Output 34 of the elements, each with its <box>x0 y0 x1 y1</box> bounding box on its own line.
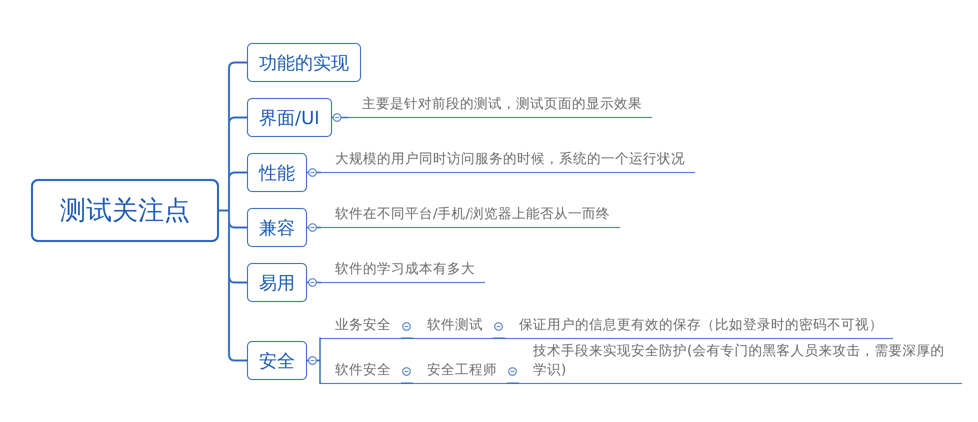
connector-line <box>401 338 413 339</box>
topic-text: 功能的实现 <box>259 52 349 74</box>
topic-text: 软件在不同平台/手机/浏览器上能否从一而终 <box>335 205 610 224</box>
topic-text: 业务安全 <box>335 316 391 335</box>
topic-box <box>247 98 332 137</box>
topic-text: 易用 <box>259 272 295 294</box>
topic-box <box>247 153 307 192</box>
topic-box <box>247 341 307 380</box>
connector-line <box>332 113 348 122</box>
topic-box <box>247 208 307 247</box>
topic-text: 软件安全 <box>335 361 391 380</box>
topic-text: 测试关注点 <box>60 195 190 228</box>
connector-line <box>307 223 321 232</box>
connector-line <box>507 382 519 384</box>
connector-line <box>219 210 247 362</box>
topic-text: 主要是针对前段的测试，测试页面的显示效果 <box>362 95 642 114</box>
connector-line <box>401 382 413 384</box>
connector-line <box>307 168 321 177</box>
topic-text: 兼容 <box>259 216 295 240</box>
topic-text: 技术手段来实现安全防护(会有专门的黑客人员来攻击，需要深厚的学识) <box>533 342 946 380</box>
connector-line <box>493 338 505 339</box>
topic-text: 大规模的用户同时访问服务的时候，系统的一个运行状况 <box>335 150 685 170</box>
topic-text: 安全工程师 <box>427 361 497 380</box>
topic-text: 性能 <box>259 162 295 184</box>
central-topic-box <box>31 179 219 242</box>
connector-line <box>307 278 321 287</box>
topic-box <box>247 43 361 82</box>
topic-text: 软件的学习成本有多大 <box>335 260 475 280</box>
topic-text: 保证用户的信息更有效的保存（比如登录时的密码不可视） <box>519 316 883 335</box>
connector-line <box>307 356 322 384</box>
topic-box <box>247 263 307 302</box>
topic-text: 界面/UI <box>259 106 320 130</box>
topic-text: 安全 <box>259 350 295 372</box>
topic-text: 软件测试 <box>427 316 483 335</box>
